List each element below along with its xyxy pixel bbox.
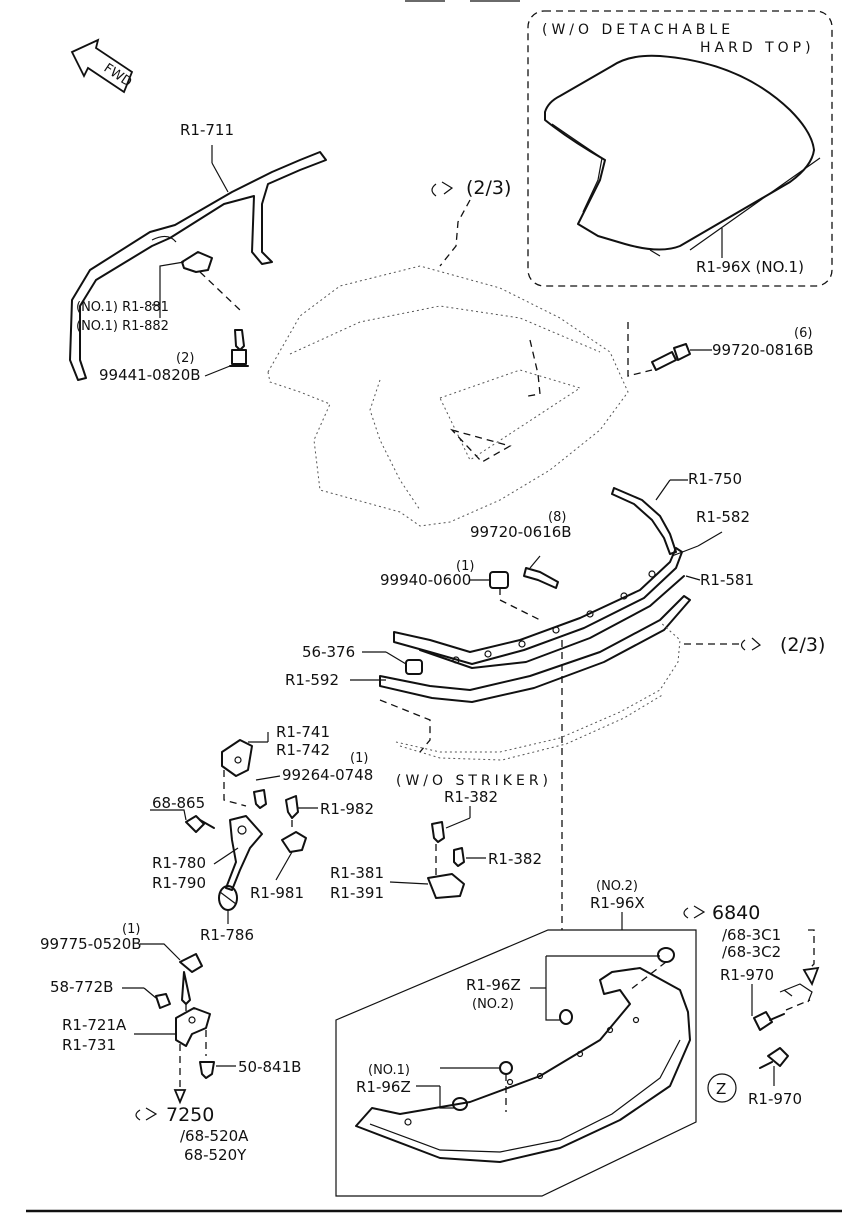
soft-top	[267, 265, 629, 527]
label-99940-0600: 99940-0600	[380, 571, 471, 589]
label-68-520y: 68-520Y	[184, 1146, 247, 1164]
ref-2-3-top: (2/3)	[431, 177, 511, 267]
label-7250: 7250	[166, 1104, 214, 1126]
label-r1-96z-b: R1-96Z	[356, 1078, 411, 1096]
label-r1-96z-b-no: (NO.1)	[368, 1063, 410, 1078]
label-r1-750: R1-750	[688, 470, 742, 488]
ref-side-label: (2/3)	[780, 634, 825, 656]
label-99441-0820b: 99441-0820B	[99, 366, 201, 384]
label-r1-882: (NO.1) R1-882	[76, 319, 169, 334]
inset-border	[527, 10, 833, 287]
inset-title-line2: HARD TOP)	[700, 40, 815, 56]
label-r1-790: R1-790	[152, 874, 206, 892]
part-r1-881: (NO.1) R1-881 (NO.1) R1-882	[76, 251, 241, 334]
z-circle	[707, 1073, 737, 1103]
book-icon-side	[740, 637, 762, 651]
part-r1-711: R1-711	[69, 121, 327, 381]
bolt-99720-0616b: (8) 99720-0616B	[470, 510, 572, 589]
inset-title-line1: (W/O DETACHABLE	[542, 22, 734, 38]
part-r1-982: R1-982	[285, 795, 374, 819]
qty-99441: (2)	[176, 351, 194, 366]
label-r1-96z-a-no: (NO.2)	[472, 997, 514, 1012]
box-r1-96x-no2: (NO.2) R1-96X R1-96Z (NO.2) (NO.1) R1-96…	[335, 879, 697, 1197]
label-r1-581: R1-581	[700, 571, 754, 589]
nut-56-376: 56-376	[302, 643, 423, 675]
label-r1-96x: R1-96X	[590, 894, 645, 912]
part-r1-382-group: (W/O STRIKER) R1-382 R1-382 R1-381 R1-39…	[330, 773, 552, 902]
label-r1-970-b: R1-970	[748, 1090, 802, 1108]
qty-99264: (1)	[350, 751, 368, 766]
label-r1-391: R1-391	[330, 884, 384, 902]
label-r1-582: R1-582	[696, 508, 750, 526]
qty-99940: (1)	[456, 559, 474, 574]
book-icon-7250	[135, 1107, 158, 1121]
screw-99441-0820b: (2) 99441-0820B	[99, 329, 249, 384]
bolt-68-865: 68-865	[150, 794, 215, 833]
part-r1-970-b: Z R1-970	[707, 1047, 802, 1108]
label-no2: (NO.2)	[596, 879, 638, 894]
label-r1-96z-a: R1-96Z	[466, 976, 521, 994]
inset-hard-top: (W/O DETACHABLE HARD TOP) R1-96X (NO.1)	[527, 10, 833, 287]
label-r1-742: R1-742	[276, 741, 330, 759]
label-z: Z	[716, 1080, 726, 1098]
label-99720-0616b: 99720-0616B	[470, 523, 572, 541]
part-r1-786: R1-786	[200, 885, 254, 944]
ref-top-label: (2/3)	[466, 177, 511, 199]
label-r1-711: R1-711	[180, 121, 234, 139]
label-group-r1-592: R1-592	[285, 671, 386, 689]
label-68-865: 68-865	[152, 794, 205, 812]
label-58-772b: 58-772B	[50, 978, 113, 996]
fwd-arrow-icon: FWD	[70, 38, 134, 94]
label-r1-592: R1-592	[285, 671, 339, 689]
label-68-3c1: /68-3C1	[722, 926, 781, 944]
inset-part-label: R1-96X (NO.1)	[696, 258, 804, 276]
label-r1-881: (NO.1) R1-881	[76, 300, 169, 315]
label-99775-0520b: 99775-0520B	[40, 935, 142, 953]
part-r1-721a: R1-721A R1-731	[62, 1004, 211, 1056]
label-r1-731: R1-731	[62, 1036, 116, 1054]
label-6840: 6840	[712, 902, 760, 924]
fastener-50-841b: 50-841B	[199, 1058, 301, 1079]
label-99264-0748: 99264-0748	[282, 766, 373, 784]
part-r1-582-r1-581: R1-582 R1-581	[379, 508, 754, 703]
qty-99720-0616: (8)	[548, 510, 566, 525]
label-r1-382-b: R1-382	[488, 850, 542, 868]
clip-58-772b: 58-772B	[50, 978, 171, 1009]
label-r1-721a: R1-721A	[62, 1016, 127, 1034]
label-68-3c2: /68-3C2	[722, 943, 781, 961]
screw-99775-0520b: (1) 99775-0520B	[40, 922, 203, 1005]
label-50-841b: 50-841B	[238, 1058, 301, 1076]
label-r1-970-a: R1-970	[720, 966, 774, 984]
label-r1-382-a: R1-382	[444, 788, 498, 806]
qty-99775: (1)	[122, 922, 140, 937]
bolt-99720-0816b: (6) 99720-0816B	[627, 322, 814, 377]
screw-99264-0748: (1) 99264-0748	[253, 751, 373, 809]
part-r1-780: R1-780 R1-790	[152, 815, 263, 892]
label-r1-982: R1-982	[320, 800, 374, 818]
ref-2-3-side: (2/3)	[684, 634, 825, 656]
part-r1-741: R1-741 R1-742	[221, 723, 330, 807]
part-r1-981: R1-981	[250, 820, 307, 902]
nut-99940-0600: (1) 99940-0600	[380, 559, 541, 621]
label-r1-381: R1-381	[330, 864, 384, 882]
part-r1-750: R1-750	[611, 470, 742, 555]
label-r1-786: R1-786	[200, 926, 254, 944]
ref-6840: 6840 /68-3C1 /68-3C2	[683, 902, 820, 987]
label-r1-981: R1-981	[250, 884, 304, 902]
box-r1-96x-border	[335, 929, 697, 1197]
lower-outline	[395, 621, 681, 753]
label-99720-0816b: 99720-0816B	[712, 341, 814, 359]
part-r1-970-a: R1-970	[720, 966, 813, 1031]
qty-99720-0816: (6)	[794, 326, 812, 341]
book-icon-6840	[683, 905, 706, 919]
label-r1-780: R1-780	[152, 854, 206, 872]
book-icon	[431, 181, 454, 197]
label-r1-741: R1-741	[276, 723, 330, 741]
label-56-376: 56-376	[302, 643, 355, 661]
ref-7250: 7250 /68-520A 68-520Y	[135, 1044, 249, 1164]
label-wo-striker: (W/O STRIKER)	[396, 773, 552, 789]
label-68-520a: /68-520A	[180, 1127, 249, 1145]
